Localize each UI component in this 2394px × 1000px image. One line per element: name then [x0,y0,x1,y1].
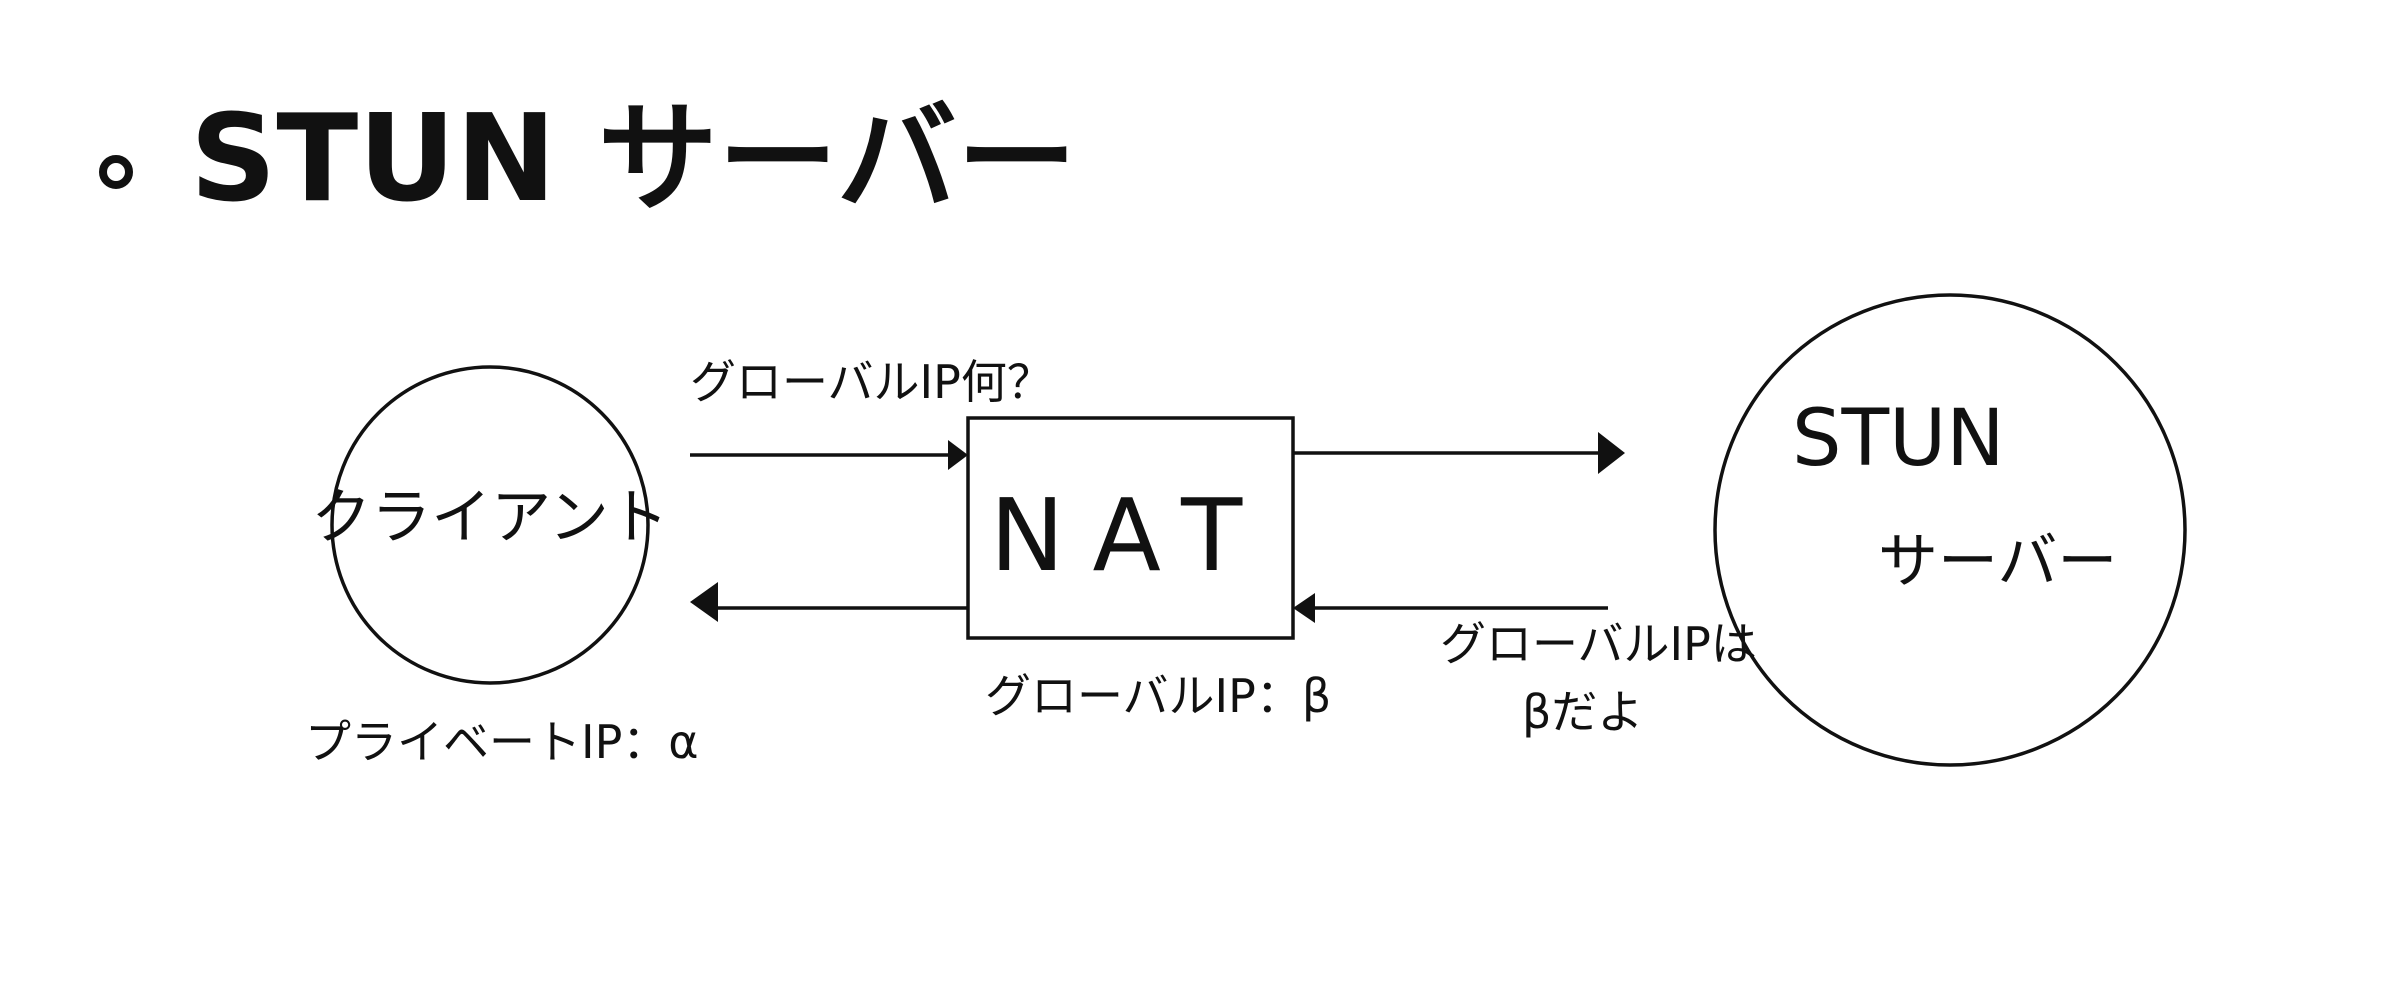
response-label-line1: グローバルIPは [1440,617,1757,671]
stun-label-line1: STUN [1792,394,2005,484]
request-label: グローバルIP何？ [690,355,1053,409]
stun-server-node [1713,293,2187,767]
nat-global-ip-label: グローバルIP：β [985,669,1331,723]
page-title: STUN サーバー [190,90,1077,229]
arrow-stun-to-nat-head [1293,593,1315,623]
client-private-ip-label: プライベートIP：α [305,715,699,769]
nat-label: NAT [990,477,1271,594]
stun-label-line2: サーバー [1878,527,2117,597]
response-label-line2: βだよ [1522,685,1643,739]
title-bullet [99,155,133,189]
client-node [330,365,650,685]
client-label: クライアント [311,483,669,553]
arrow-nat-to-stun-head [1598,432,1625,474]
nat-node [966,416,1295,640]
arrow-nat-to-client-head [690,582,718,622]
arrow-client-to-nat-head [948,440,968,470]
